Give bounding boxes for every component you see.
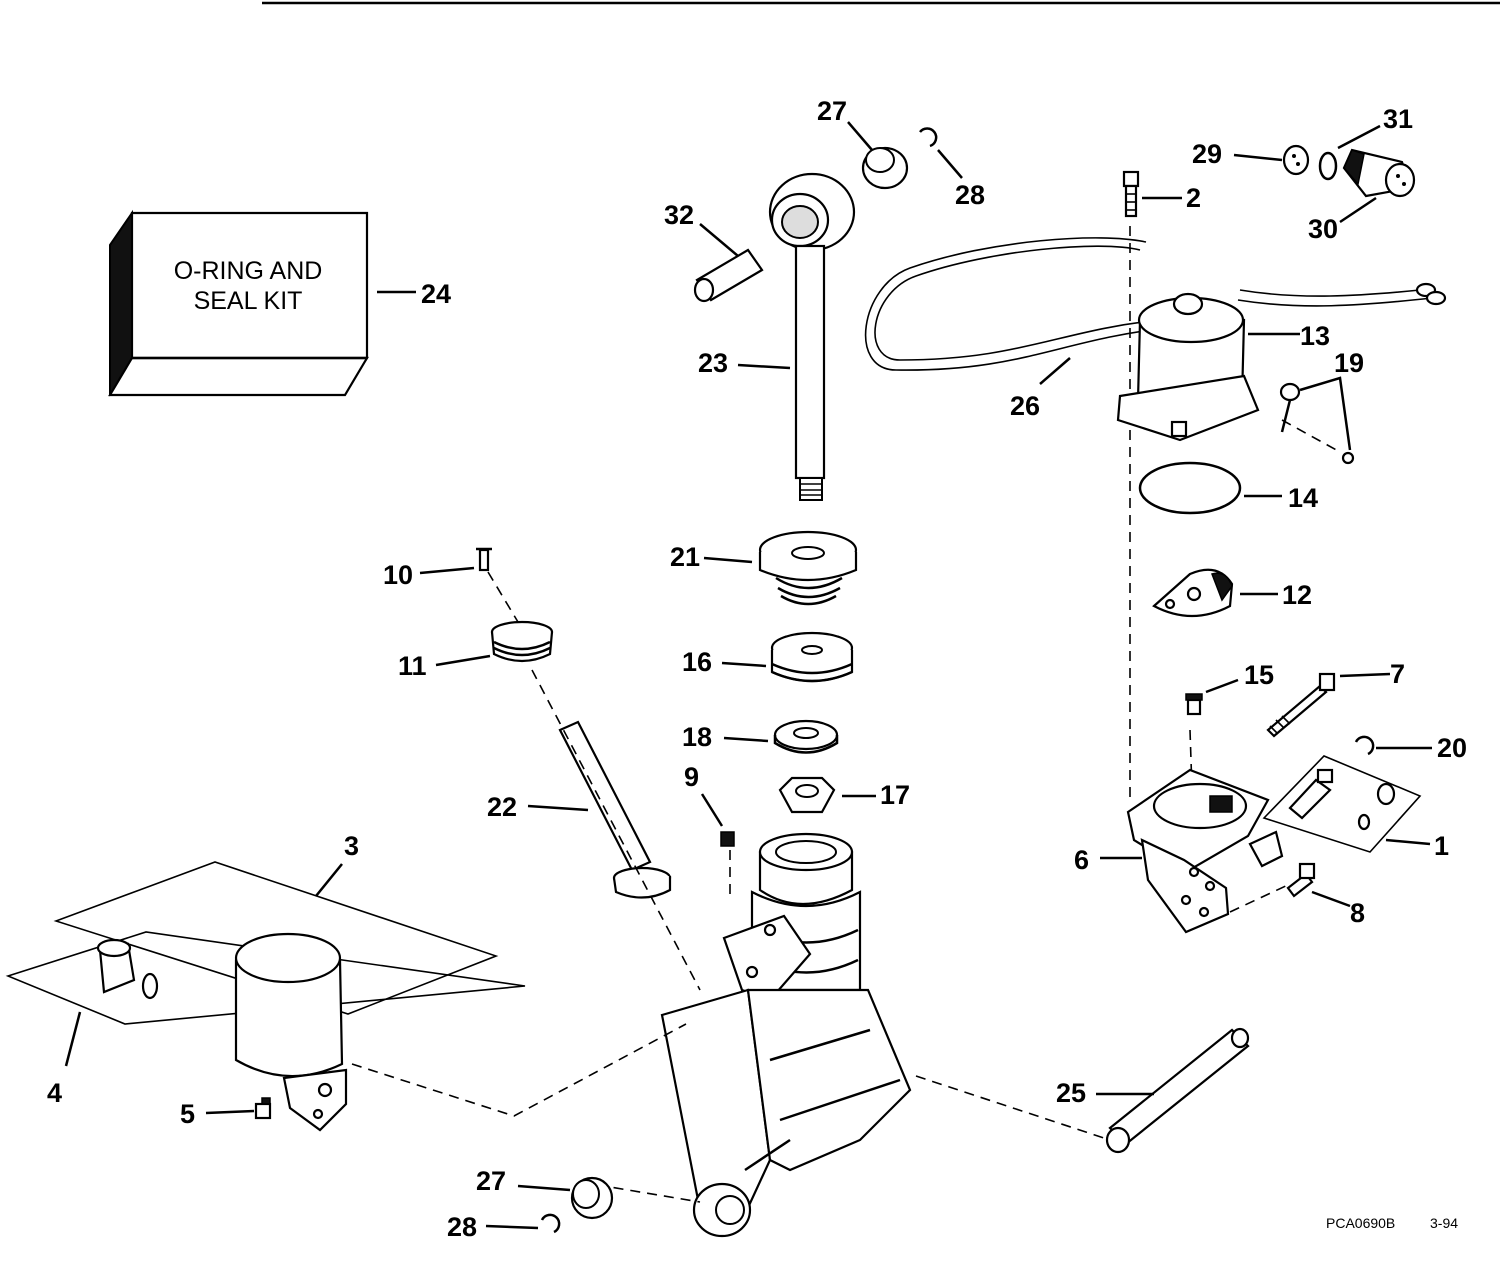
callout-8: 8 xyxy=(1350,898,1365,928)
callout-17: 17 xyxy=(880,780,910,810)
callout-19: 19 xyxy=(1334,348,1364,378)
callout-29: 29 xyxy=(1192,139,1222,169)
callout-3: 3 xyxy=(344,831,359,861)
callout-11: 11 xyxy=(398,651,427,681)
screw-8 xyxy=(1286,862,1316,898)
reservoir-assembly xyxy=(5,861,526,1132)
callout-28-top: 28 xyxy=(955,180,985,210)
pivot-pin xyxy=(693,248,764,303)
ring-20 xyxy=(1354,735,1375,756)
plate-1 xyxy=(1262,755,1422,853)
seal-kit-box: O-RING AND SEAL KIT xyxy=(108,209,369,397)
callout-24: 24 xyxy=(421,279,451,309)
callout-20: 20 xyxy=(1437,733,1467,763)
pin-25 xyxy=(1105,1027,1250,1154)
drawing-date: 3-94 xyxy=(1430,1215,1458,1231)
manual-release-30 xyxy=(1342,148,1416,198)
callout-27-bottom: 27 xyxy=(476,1166,506,1196)
cap-29 xyxy=(1282,144,1310,176)
callout-2: 2 xyxy=(1186,183,1201,213)
seal-kit-label-line1: O-RING AND xyxy=(174,257,323,285)
callout-13: 13 xyxy=(1300,321,1330,351)
seal-kit-label-line2: SEAL KIT xyxy=(194,287,303,315)
drawing-code: PCA0690B xyxy=(1326,1215,1395,1231)
callout-28-bottom: 28 xyxy=(447,1212,477,1242)
callout-5: 5 xyxy=(180,1099,195,1129)
callout-6: 6 xyxy=(1074,845,1089,875)
callout-15: 15 xyxy=(1244,660,1274,690)
retaining-ring-bottom xyxy=(540,1213,561,1234)
washer xyxy=(773,719,839,754)
callout-10: 10 xyxy=(383,560,413,590)
screw-10 xyxy=(476,547,492,572)
bushing-top xyxy=(861,146,909,190)
main-manifold-body xyxy=(660,832,912,1238)
clip-19 xyxy=(1279,382,1355,465)
callout-32: 32 xyxy=(664,200,694,230)
retaining-ring-top xyxy=(919,127,938,148)
bushing-bottom xyxy=(570,1176,614,1220)
callout-14: 14 xyxy=(1288,483,1318,513)
nut xyxy=(778,776,836,814)
check-valve-plug xyxy=(720,831,735,847)
plug-11 xyxy=(490,620,554,663)
callout-12: 12 xyxy=(1282,580,1312,610)
motor xyxy=(1116,292,1260,442)
callout-7: 7 xyxy=(1390,659,1405,689)
piston xyxy=(770,631,854,683)
callout-18: 18 xyxy=(682,722,712,752)
valve-15 xyxy=(1185,693,1203,716)
screw-5 xyxy=(254,1097,272,1120)
callout-30: 30 xyxy=(1308,214,1338,244)
pump-6 xyxy=(1126,768,1284,934)
callout-21: 21 xyxy=(670,542,700,572)
piston-rod xyxy=(768,172,856,501)
callout-9: 9 xyxy=(684,762,699,792)
reservoir-cover-12 xyxy=(1152,568,1234,618)
callout-16: 16 xyxy=(682,647,712,677)
callout-31: 31 xyxy=(1383,104,1413,134)
callout-23: 23 xyxy=(698,348,728,378)
callout-4: 4 xyxy=(47,1078,62,1108)
end-cap xyxy=(758,530,858,606)
bolt-7 xyxy=(1266,672,1336,738)
wire-harness xyxy=(864,237,1447,371)
callout-1: 1 xyxy=(1434,831,1449,861)
callout-22: 22 xyxy=(487,792,517,822)
o-ring-31 xyxy=(1318,151,1338,181)
screw-2 xyxy=(1122,170,1140,218)
callout-26: 26 xyxy=(1010,391,1040,421)
o-ring-14 xyxy=(1138,461,1242,515)
callout-25: 25 xyxy=(1056,1078,1086,1108)
callout-27-top: 27 xyxy=(817,96,847,126)
tube-22 xyxy=(558,720,672,899)
